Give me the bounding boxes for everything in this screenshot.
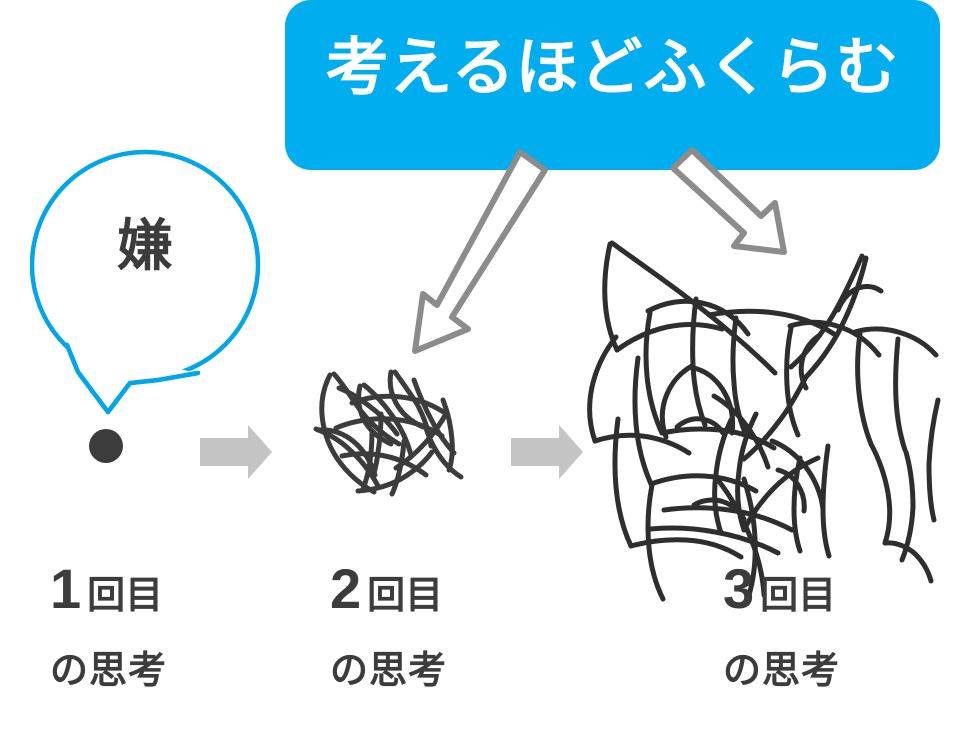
speech-bubble-text: 嫌 <box>117 214 173 277</box>
headline-banner: 考えるほどふくらむ <box>285 0 940 170</box>
stage-2-scribble <box>313 369 464 497</box>
stage-1-unit: 回目 <box>87 575 164 617</box>
stage-3-sublabel: の思考 <box>723 650 841 692</box>
stage-3-scribble <box>587 240 941 602</box>
stage-3-unit: 回目 <box>760 575 837 617</box>
speech-bubble-shape <box>29 149 261 415</box>
progress-arrow-2-icon <box>511 425 583 479</box>
stage-2-number: 2 <box>330 557 362 620</box>
stage-3-number: 3 <box>723 557 755 620</box>
stage-2-unit: 回目 <box>367 575 444 617</box>
stage-1-number: 1 <box>50 557 82 620</box>
headline-banner-text: 考えるほどふくらむ <box>325 33 900 103</box>
progress-arrow-1-icon <box>200 425 272 479</box>
speech-bubble: 嫌 <box>29 140 300 430</box>
callout-arrow-left-icon <box>412 149 548 354</box>
stage-2-sublabel: の思考 <box>330 650 448 692</box>
stage-1-sublabel: の思考 <box>50 650 168 692</box>
stage-1-dot <box>89 429 123 463</box>
